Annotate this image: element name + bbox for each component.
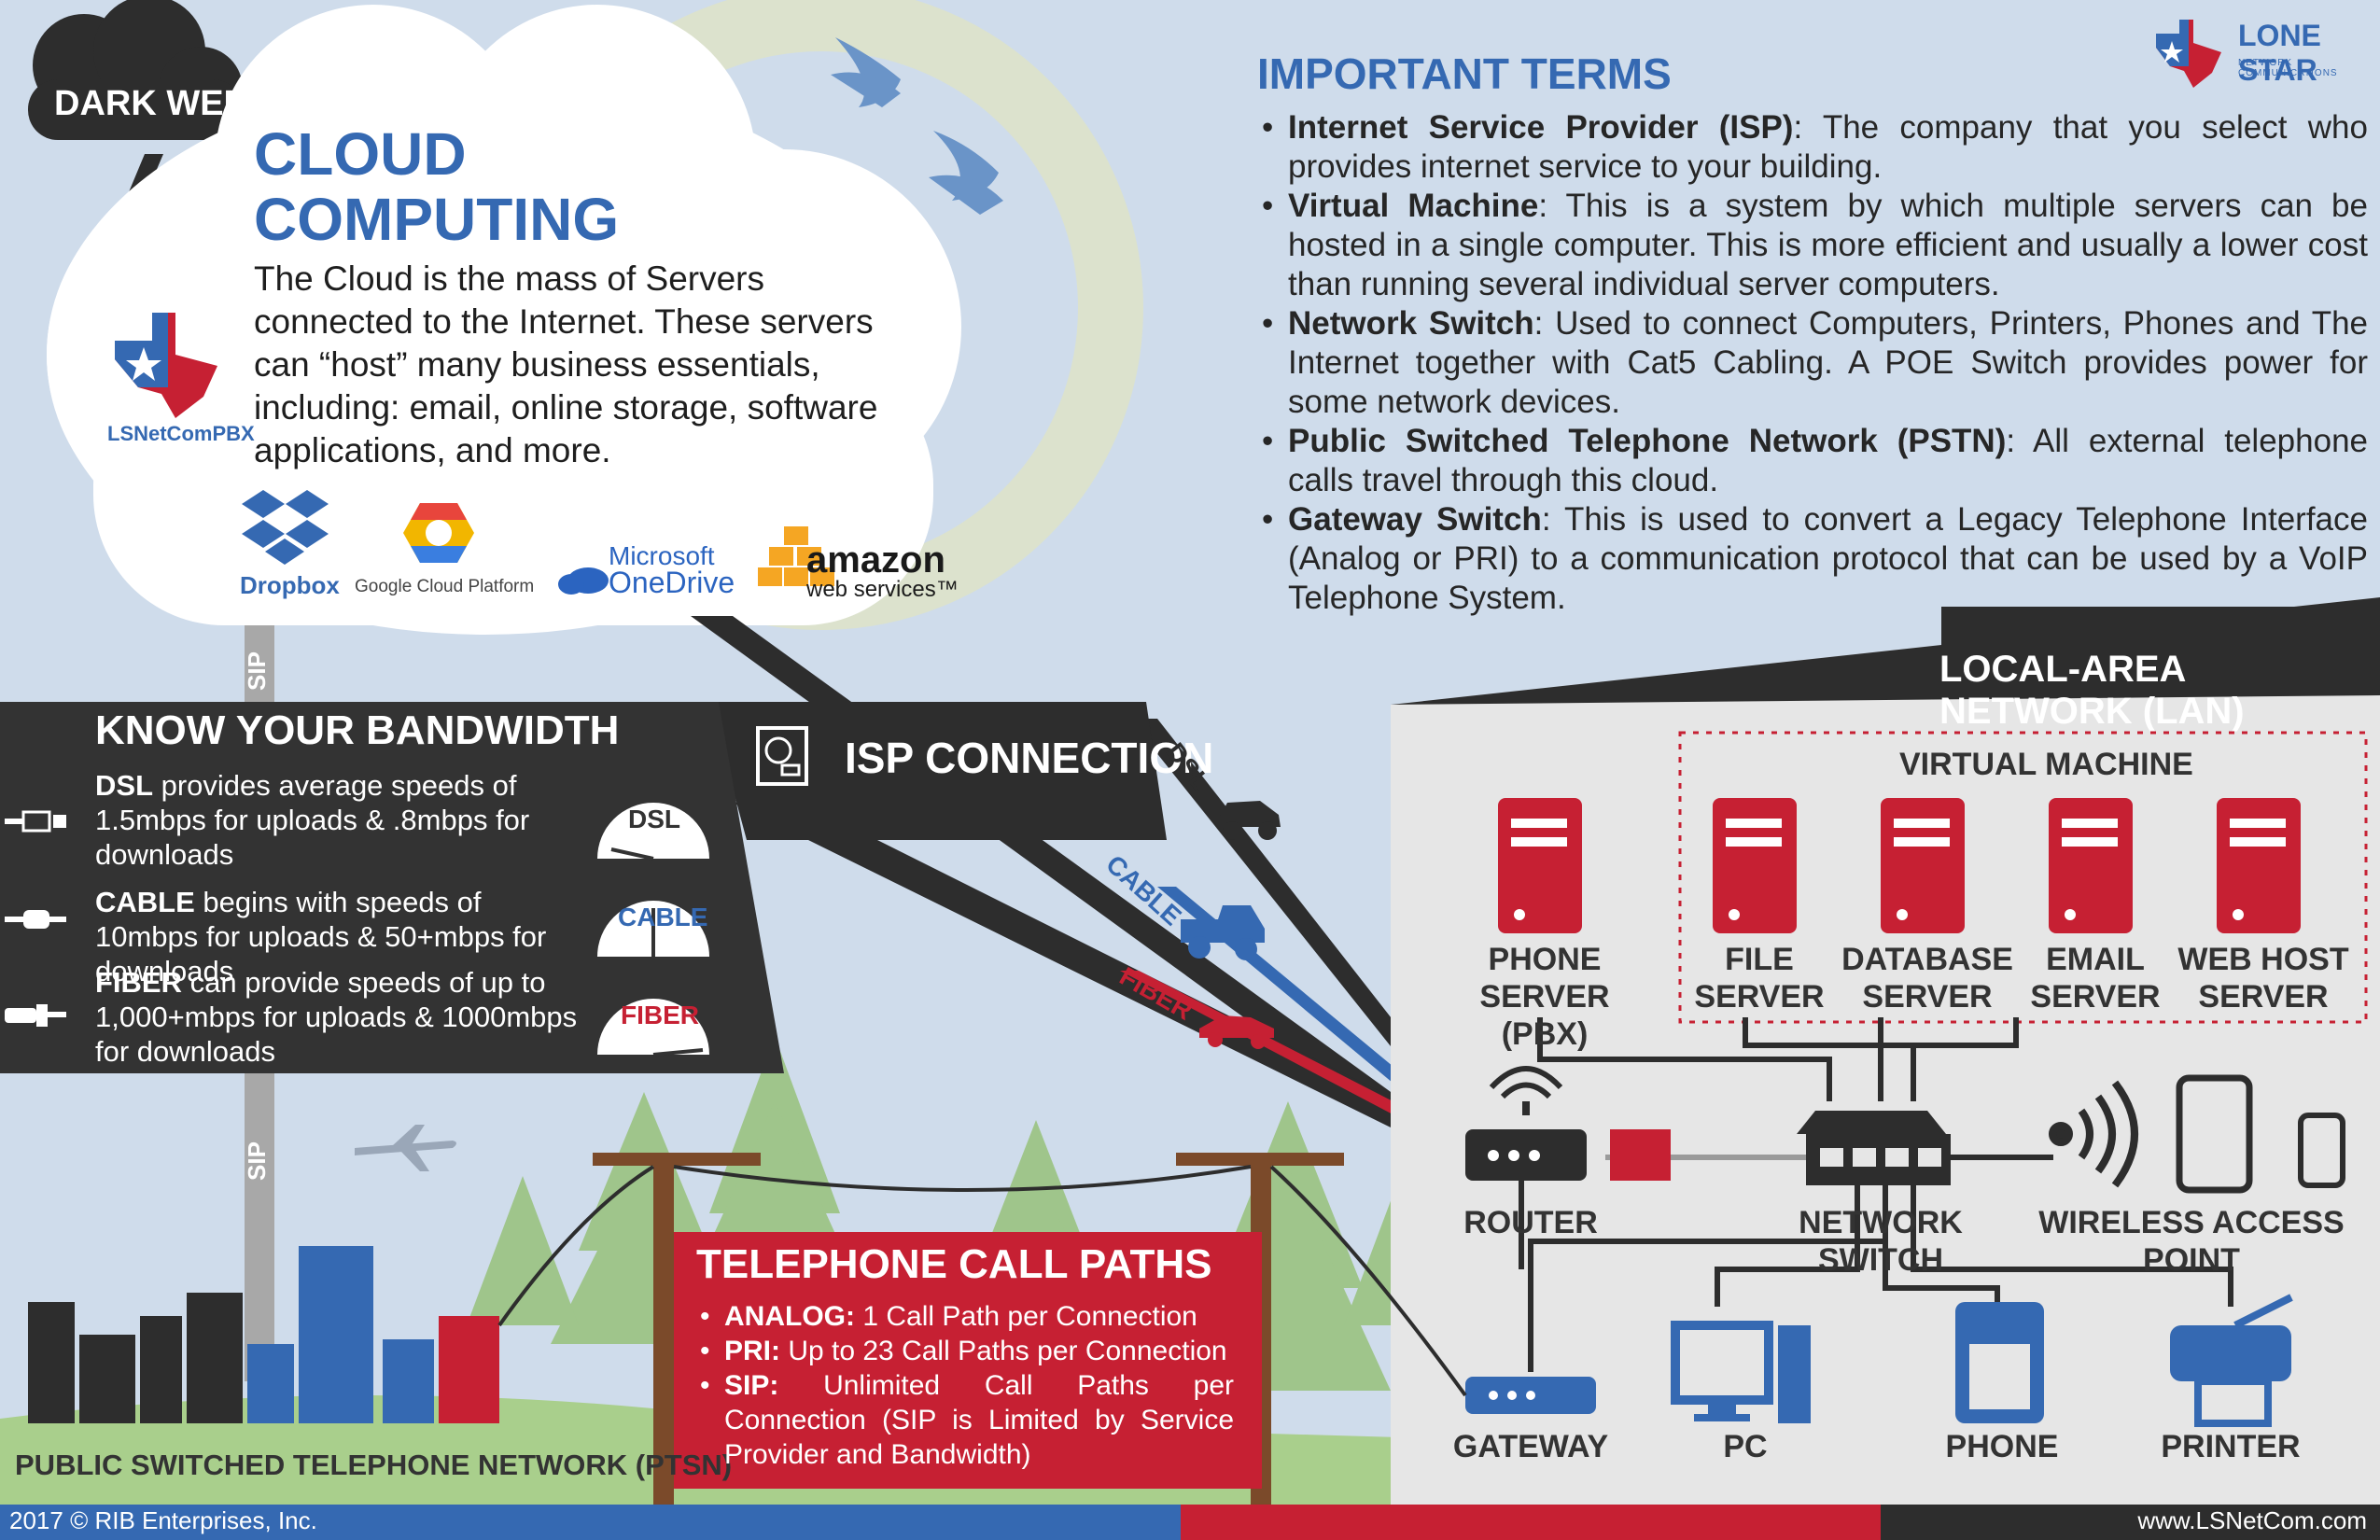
pc-icon: [1671, 1321, 1811, 1423]
call-path-item: ANALOG: 1 Call Path per Connection: [700, 1299, 1234, 1334]
important-terms-list: Internet Service Provider (ISP): The com…: [1262, 108, 2368, 618]
bandwidth-box: [0, 702, 784, 1073]
term-item: Virtual Machine: This is a system by whi…: [1262, 187, 2368, 304]
sports-car-icon: [1199, 1015, 1274, 1049]
bandwidth-item-dsl: DSL provides average speeds of 1.5mbps f…: [95, 769, 530, 871]
isp-document-icon: [756, 726, 808, 786]
sip-label-upper: SIP: [243, 651, 271, 691]
cloud-description: The Cloud is the mass of Servers connect…: [254, 259, 878, 469]
texas-flag-icon: [115, 313, 217, 418]
truck-icon: [1181, 905, 1265, 960]
provider-aws-label1: amazon: [806, 539, 945, 581]
server-icons: [1498, 798, 2301, 933]
texas-flag-icon: [2156, 20, 2221, 88]
bandwidth-item-fiber: FIBER can provide speeds of up to 1,000+…: [95, 966, 578, 1068]
call-path-item: SIP: Unlimited Call Paths per Connection…: [700, 1368, 1234, 1472]
wireless-access-point-label: WIRELESS ACCESS POINT: [2038, 1205, 2345, 1278]
fiber-gauge: FIBER: [593, 989, 714, 1064]
term-item: Public Switched Telephone Network (PSTN)…: [1262, 422, 2368, 500]
dsl-gauge-label: DSL: [628, 805, 680, 833]
google-cloud-icon: [403, 503, 474, 563]
phone-label: PHONE: [1945, 1429, 2059, 1464]
provider-dropbox-label: Dropbox: [240, 571, 340, 599]
bandwidth-title: KNOW YOUR BANDWIDTH: [95, 707, 620, 753]
gateway-icon: [1465, 1377, 1596, 1414]
term-item: Network Switch: Used to connect Computer…: [1262, 304, 2368, 422]
isp-connection-label: ISP CONNECTION: [845, 734, 1214, 782]
dropbox-icon: [242, 490, 329, 565]
brand-tagline: NETWORK COMMUNICATIONS: [2238, 58, 2338, 78]
bird-icon: [831, 37, 1003, 215]
pc-label: PC: [1723, 1429, 1768, 1464]
aws-icon: [758, 526, 834, 586]
isp-connection-box: [709, 702, 1167, 840]
footer-copyright: 2017 © RIB Enterprises, Inc.: [9, 1506, 317, 1534]
router-label: ROUTER: [1463, 1205, 1598, 1240]
dsl-gauge: DSL: [593, 793, 714, 868]
cloud-title-line1: CLOUD: [254, 120, 467, 188]
call-paths-list: ANALOG: 1 Call Path per Connection PRI: …: [700, 1299, 1234, 1472]
important-terms-title: IMPORTANT TERMS: [1257, 49, 1672, 98]
printer-icon: [2170, 1294, 2293, 1427]
provider-aws-label2: web services™: [806, 577, 959, 602]
brand-name: LONE STAR: [2238, 19, 2321, 87]
network-switch-label: NETWORK SWITCH: [1799, 1205, 1963, 1278]
coax-cable-icon: [5, 905, 70, 933]
cable-gauge-label: CABLE: [618, 903, 708, 931]
firewall-icon: [1610, 1129, 1671, 1181]
pstn-label: PUBLIC SWITCHED TELEPHONE NETWORK (PTSN): [15, 1449, 733, 1481]
dark-web-label: DARK WEB: [54, 84, 249, 123]
lan-title: LOCAL-AREA NETWORK (LAN): [1939, 649, 2245, 732]
sip-label-lower: SIP: [243, 1141, 271, 1181]
term-item: Gateway Switch: This is used to convert …: [1262, 500, 2368, 618]
fiber-cable-icon: [5, 1001, 70, 1029]
onedrive-icon: [558, 567, 609, 595]
router-icon: [1465, 1066, 1587, 1181]
printer-label: PRINTER: [2161, 1429, 2301, 1464]
car-icon: [1218, 801, 1281, 840]
bandwidth-item-cable: CABLE begins with speeds of 10mbps for u…: [95, 886, 547, 987]
lone-star-logo: [2151, 15, 2347, 90]
provider-onedrive-label2: OneDrive: [609, 566, 735, 599]
dsl-cable-icon: [5, 807, 70, 835]
dark-web-cloud: [28, 0, 243, 140]
provider-onedrive-label1: Microsoft: [609, 541, 715, 570]
gateway-label: GATEWAY: [1452, 1429, 1609, 1464]
cloud-shape: [47, 5, 961, 635]
airplane-icon: [355, 1125, 456, 1171]
smartphone-icon: [2298, 1113, 2345, 1188]
term-item: Internet Service Provider (ISP): The com…: [1262, 108, 2368, 187]
footer-url[interactable]: www.LSNetCom.com: [2137, 1506, 2367, 1534]
call-paths-title: TELEPHONE CALL PATHS: [696, 1241, 1212, 1287]
tablet-icon: [2176, 1074, 2253, 1194]
server-label-pbx: PHONE SERVER(PBX): [1479, 942, 1610, 1052]
desk-phone-icon: [1955, 1302, 2044, 1423]
cloud-computing-title: CLOUD COMPUTING: [254, 121, 619, 252]
cable-gauge: CABLE: [593, 891, 714, 966]
fiber-gauge-label: FIBER: [621, 1001, 699, 1029]
cloud-title-line2: COMPUTING: [254, 186, 620, 253]
city-buildings: [28, 1246, 499, 1423]
wifi-icon: [2049, 1080, 2138, 1188]
lsnetcom-badge: LSNetComPBX: [107, 422, 255, 445]
network-switch-icon: [1797, 1111, 1951, 1185]
call-path-item: PRI: Up to 23 Call Paths per Connection: [700, 1334, 1234, 1368]
virtual-machine-label: VIRTUAL MACHINE: [1899, 747, 2193, 782]
provider-google-label: Google Cloud Platform: [355, 577, 535, 596]
